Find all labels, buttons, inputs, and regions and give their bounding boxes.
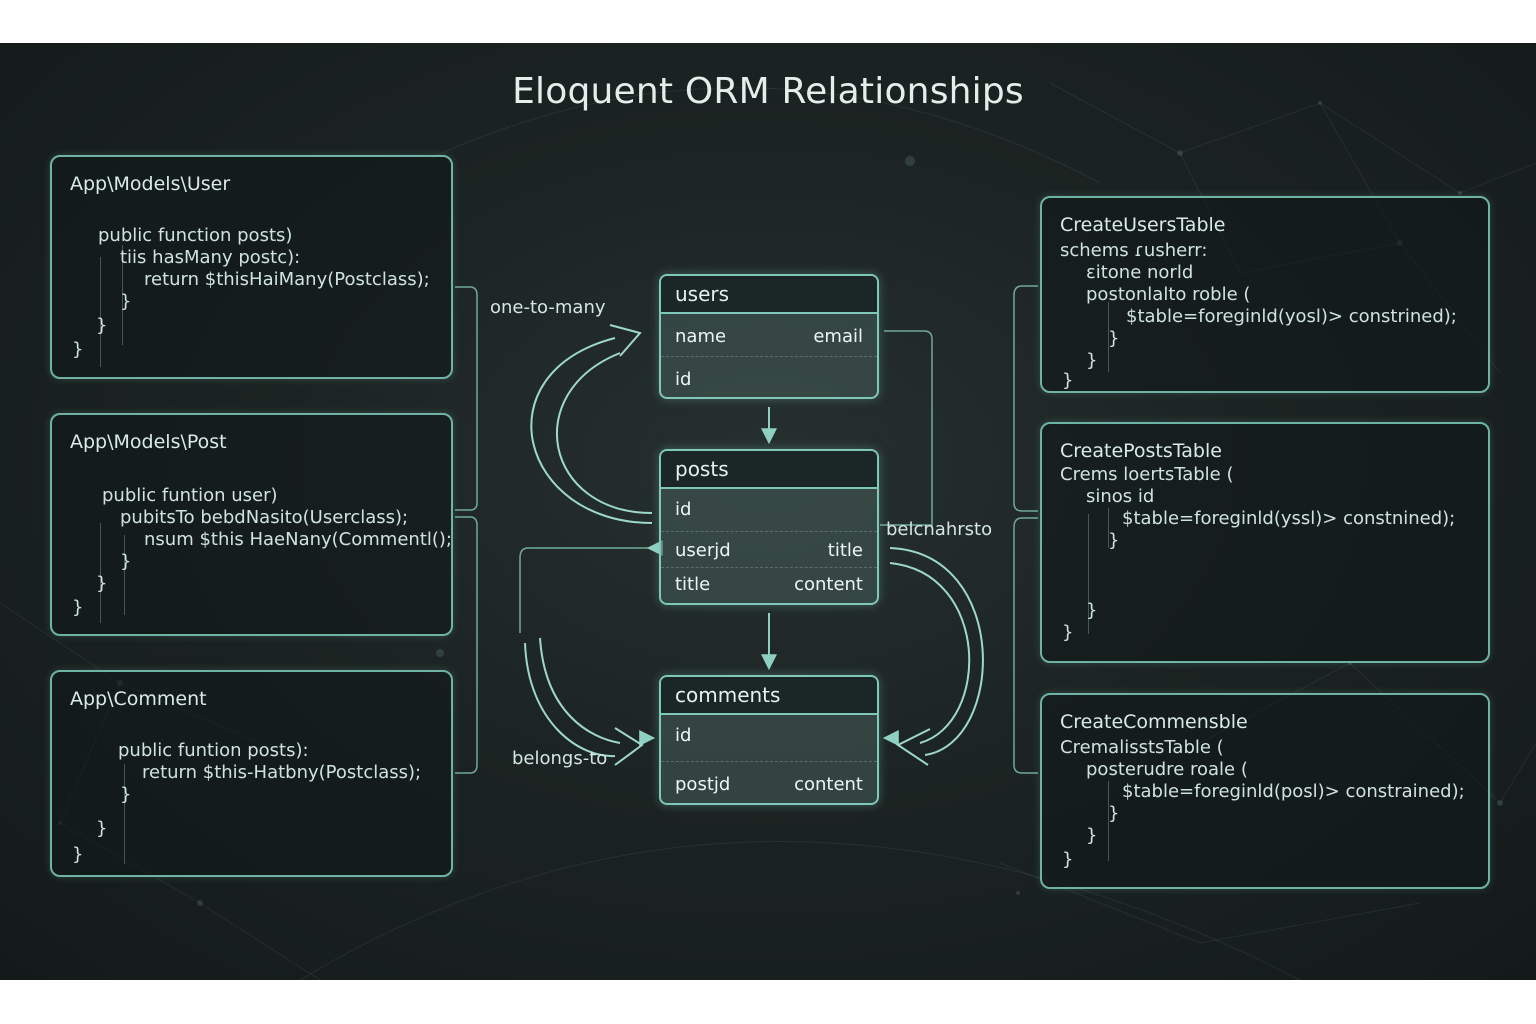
column-name: userjd: [675, 540, 731, 561]
migration-comments-title: CreateCommensble: [1060, 711, 1248, 733]
code-line: return $thisHaiMany(Postclass);: [144, 269, 430, 290]
code-line: }: [96, 573, 108, 594]
migration-comments-box: CreateCommensble CremalisstsTable ( post…: [1040, 693, 1490, 889]
table-posts: posts id userjd title title content: [659, 449, 879, 605]
indent-guide: [124, 764, 125, 864]
indent-guide: [1088, 514, 1089, 634]
model-post-box: App\Models\Post public funtion user) pub…: [50, 413, 453, 636]
column-name: id: [675, 725, 692, 746]
relation-belongs-to-left-label: belongs-to: [512, 748, 608, 769]
migration-posts-box: CreatePostsTable Crems loertsTable ( sin…: [1040, 422, 1490, 663]
column-name: title: [675, 574, 711, 595]
code-line: }: [120, 784, 132, 805]
code-line: postonlalto roble (: [1086, 284, 1251, 305]
code-line: Crems loertsTable (: [1060, 464, 1234, 485]
indent-guide: [124, 535, 125, 615]
code-line: }: [1108, 530, 1120, 551]
table-comments: comments id postjd content: [659, 675, 879, 805]
code-line: ɛitone norld: [1086, 262, 1194, 283]
code-line: }: [96, 315, 108, 336]
code-line: }: [72, 597, 84, 618]
table-row: id: [661, 357, 877, 397]
relation-one-to-many-label: one-to-many: [490, 297, 606, 318]
code-line: CremalisstsTable (: [1060, 737, 1224, 758]
table-row: userjd title: [661, 532, 877, 568]
code-line: }: [96, 818, 108, 839]
code-line: $table=foreginld(yosl)> constrined);: [1126, 306, 1457, 327]
indent-guide: [122, 245, 123, 345]
column-name: email: [813, 326, 863, 347]
column-name: name: [675, 326, 727, 347]
table-users: users name email id: [659, 274, 879, 399]
code-line: }: [1086, 825, 1098, 846]
code-line: sinos id: [1086, 486, 1155, 507]
diagram-canvas: Eloquent ORM Relationships App\Models\Us…: [0, 43, 1536, 980]
code-line: }: [1062, 622, 1074, 643]
table-users-name: users: [675, 282, 730, 306]
code-line: $table=foreginld(posl)> constrained);: [1122, 781, 1465, 802]
table-comments-name: comments: [675, 683, 781, 707]
migration-posts-title: CreatePostsTable: [1060, 440, 1222, 462]
table-row: title content: [661, 568, 877, 603]
relation-belongs-to-right-label: belcnahrsto: [886, 519, 993, 540]
code-line: }: [1108, 803, 1120, 824]
code-line: }: [120, 291, 132, 312]
table-row: name email: [661, 314, 877, 357]
column-name: title: [827, 540, 863, 561]
model-comment-box: App\Comment public funtion posts): retur…: [50, 670, 453, 877]
code-line: }: [1086, 350, 1098, 371]
code-line: }: [120, 551, 132, 572]
code-line: posterudre roale (: [1086, 759, 1248, 780]
table-users-header: users: [661, 276, 877, 314]
code-line: public funtion user): [102, 485, 278, 506]
indent-guide: [100, 523, 101, 623]
model-comment-title: App\Comment: [70, 688, 207, 710]
code-line: }: [1062, 849, 1074, 870]
indent-guide: [100, 257, 101, 367]
table-comments-header: comments: [661, 677, 877, 715]
code-line: $table=foreginld(yssl)> constnined);: [1122, 508, 1456, 529]
code-line: return $this-Hatbny(Postclass);: [142, 762, 422, 783]
column-name: id: [675, 369, 692, 390]
code-line: schems ɾusherr:: [1060, 240, 1208, 261]
table-row: id: [661, 715, 877, 762]
page-title: Eloquent ORM Relationships: [512, 71, 1024, 112]
code-line: }: [1062, 370, 1074, 391]
column-name: postjd: [675, 774, 731, 795]
code-line: }: [1086, 600, 1098, 621]
code-line: }: [72, 339, 84, 360]
model-user-box: App\Models\User public function posts) t…: [50, 155, 453, 379]
model-user-title: App\Models\User: [70, 173, 231, 195]
indent-guide: [1108, 781, 1109, 861]
column-name: content: [794, 774, 863, 795]
indent-guide: [1108, 508, 1109, 548]
table-posts-name: posts: [675, 457, 729, 481]
code-line: nsum $this HaeNany(Commentl();: [144, 529, 452, 550]
code-line: }: [1108, 328, 1120, 349]
model-post-title: App\Models\Post: [70, 431, 227, 453]
column-name: id: [675, 499, 692, 520]
code-line: public function posts): [98, 225, 293, 246]
migration-users-box: CreateUsersTable schems ɾusherr: ɛitone …: [1040, 196, 1490, 393]
code-line: public funtion posts):: [118, 740, 309, 761]
code-line: pubitsTo bebdNasito(Userclass);: [120, 507, 409, 528]
table-posts-header: posts: [661, 451, 877, 489]
table-row: id: [661, 489, 877, 532]
code-line: tiis hasMany postc):: [120, 247, 301, 268]
table-row: postjd content: [661, 762, 877, 803]
migration-users-title: CreateUsersTable: [1060, 214, 1226, 236]
column-name: content: [794, 574, 863, 595]
indent-guide: [1108, 302, 1109, 372]
code-line: }: [72, 844, 84, 865]
